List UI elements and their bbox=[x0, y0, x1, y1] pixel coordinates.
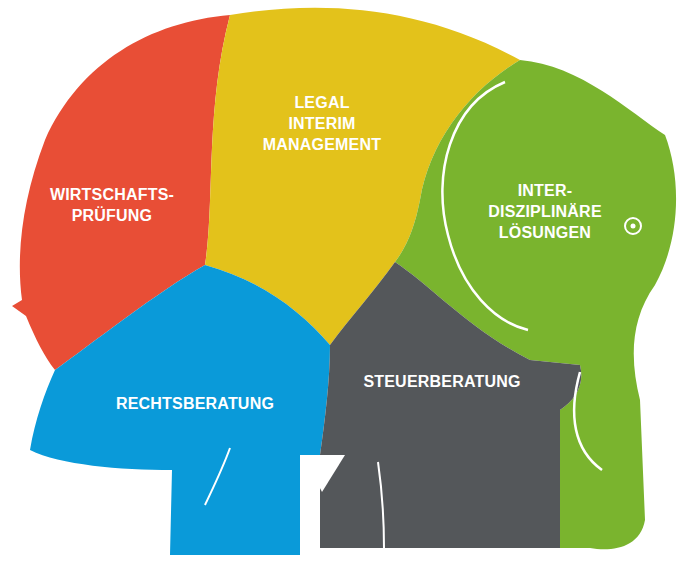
region-title: LEGAL INTERIM MANAGEMENT bbox=[263, 93, 381, 155]
leg-line bbox=[378, 462, 384, 548]
leg-line bbox=[205, 448, 230, 505]
elephant-region-label: WIRTSCHAFTS- PRÜFUNG bbox=[42, 181, 183, 239]
elephant-region-label: STEUERBERATUNG bbox=[355, 368, 529, 405]
region-title: WIRTSCHAFTS- PRÜFUNG bbox=[50, 185, 174, 227]
leg-notch bbox=[303, 455, 345, 492]
elephant-region-label: INTER- DISZIPLINÄRE LÖSUNGEN bbox=[480, 177, 610, 256]
region-title: INTER- DISZIPLINÄRE LÖSUNGEN bbox=[488, 181, 602, 243]
elephant-region-label: LEGAL INTERIM MANAGEMENT bbox=[255, 89, 390, 168]
region-title: RECHTSBERATUNG bbox=[116, 394, 274, 415]
eye-ring bbox=[625, 218, 641, 234]
region-title: STEUERBERATUNG bbox=[363, 372, 520, 393]
blue-region bbox=[30, 265, 330, 555]
elephant-region-label: RECHTSBERATUNG bbox=[108, 390, 283, 427]
tusk-line bbox=[574, 372, 602, 470]
eye-dot bbox=[631, 224, 636, 229]
gray-region bbox=[320, 262, 581, 548]
